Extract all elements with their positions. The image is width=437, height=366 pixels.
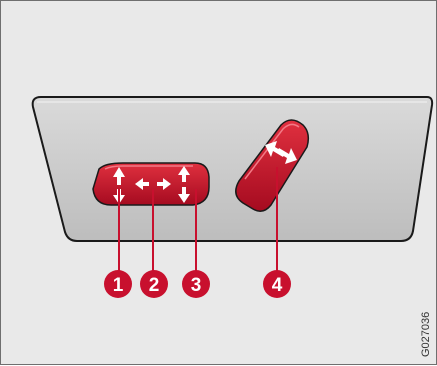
callout-2: 2 <box>140 270 168 298</box>
callout-number: 3 <box>191 275 202 296</box>
callout-number: 2 <box>149 275 160 296</box>
seat-cushion-control-button[interactable] <box>93 163 209 205</box>
callout-1: 1 <box>104 270 132 298</box>
image-code: G027036 <box>420 312 432 357</box>
seat-side-panel <box>33 97 432 241</box>
callout-4: 4 <box>263 270 291 298</box>
callout-number: 4 <box>272 275 283 296</box>
callout-number: 1 <box>113 275 124 296</box>
callout-3: 3 <box>182 270 210 298</box>
